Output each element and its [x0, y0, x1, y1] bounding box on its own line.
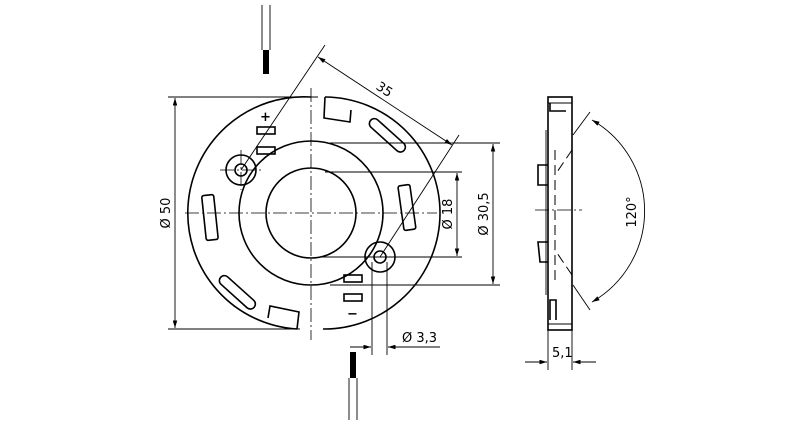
dimension-outer-diameter: Ø 50	[159, 96, 318, 330]
slot	[201, 193, 219, 242]
hole-diameter-label: Ø 3,3	[402, 331, 437, 346]
smd-pad	[256, 126, 276, 135]
smd-pad	[343, 274, 363, 283]
minus-marking: −	[347, 307, 358, 322]
dimension-hole-diameter: Ø 3,3	[350, 262, 440, 355]
smd-pad	[256, 146, 276, 155]
side-body	[547, 96, 573, 331]
top-wire	[261, 5, 271, 74]
contact-slot	[368, 117, 407, 153]
clip	[537, 164, 548, 186]
dimension-beam-angle: 120°	[591, 119, 646, 303]
ring-diameter-label: Ø 30,5	[477, 192, 492, 235]
pitch-label: 35	[373, 79, 395, 101]
smd-pad	[343, 293, 363, 302]
outer-diameter-label: Ø 50	[159, 198, 174, 229]
front-view: + −	[185, 88, 441, 340]
slot	[397, 183, 417, 232]
beam-angle-label: 120°	[625, 196, 640, 227]
side-view	[535, 96, 591, 331]
dimension-ring-diameter: Ø 30,5	[330, 142, 500, 286]
contact-slot	[218, 274, 257, 310]
clip	[537, 241, 548, 263]
thickness-label: 5,1	[552, 346, 573, 361]
dimension-thickness: 5,1	[525, 330, 596, 370]
dimension-inner-diameter: Ø 18	[320, 171, 462, 258]
notch-top	[323, 96, 352, 123]
bottom-wire	[348, 352, 358, 420]
notch-bottom	[267, 305, 300, 330]
plus-marking: +	[260, 110, 271, 125]
inner-diameter-label: Ø 18	[441, 199, 456, 230]
